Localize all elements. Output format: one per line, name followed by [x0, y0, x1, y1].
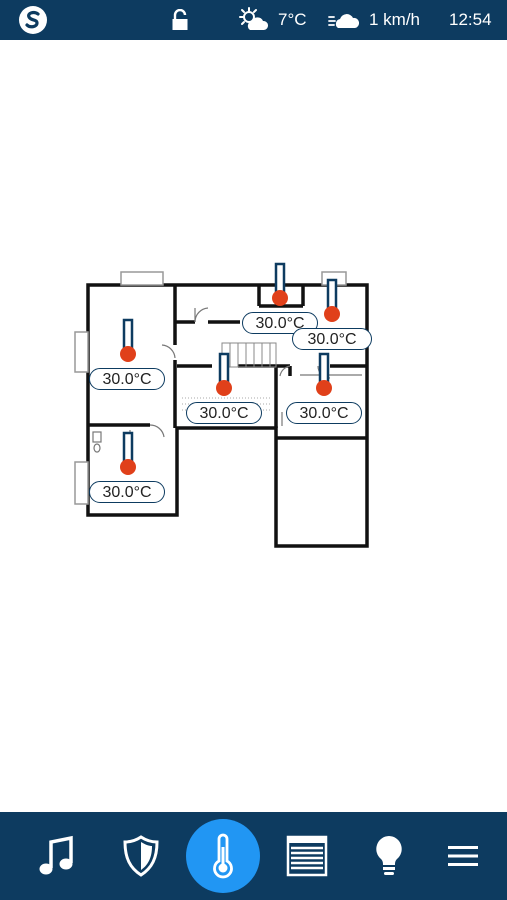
thermostat-hall[interactable]: 30.0°C — [184, 352, 274, 462]
thermometer-icon — [120, 431, 136, 475]
wind-speed: 1 km/h — [369, 10, 421, 29]
unlocked-padlock-icon[interactable] — [171, 0, 189, 40]
thermometer-icon — [120, 318, 136, 362]
nav-music-button[interactable] — [22, 812, 92, 900]
thermometer-icon — [316, 352, 332, 396]
sun-behind-cloud-icon — [238, 0, 270, 40]
thermometer-icon — [213, 833, 233, 879]
light-bulb-icon — [376, 836, 402, 875]
nav-lighting-button[interactable] — [354, 812, 424, 900]
temperature-label: 30.0°C — [292, 328, 372, 350]
thermostat-upper-left-room[interactable]: 30.0°C — [88, 318, 178, 428]
outdoor-temperature: 7°C — [278, 10, 307, 29]
nav-security-button[interactable] — [106, 812, 176, 900]
thermostat-lower-left-room[interactable]: 30.0°C — [88, 431, 178, 541]
nav-menu-button[interactable] — [428, 812, 498, 900]
music-note-icon — [39, 835, 73, 875]
status-bar: 7°C 1 km/h 12:54 — [0, 0, 507, 40]
thermometer-icon — [216, 352, 232, 396]
hamburger-menu-icon — [448, 846, 478, 866]
thermometer-icon — [272, 262, 288, 306]
somfy-logo-icon[interactable] — [18, 0, 48, 40]
wind-cloud-icon — [328, 0, 360, 40]
temperature-label: 30.0°C — [89, 481, 165, 503]
temperature-label: 30.0°C — [286, 402, 362, 424]
floorplan-area: 30.0°C 30.0°C 30.0°C 30.0°C — [0, 40, 507, 812]
shield-icon — [123, 835, 159, 877]
temperature-label: 30.0°C — [186, 402, 262, 424]
nav-heating-button[interactable] — [186, 812, 260, 900]
floorplan — [74, 271, 369, 548]
nav-shutters-button[interactable] — [272, 812, 342, 900]
thermostat-right-room[interactable]: 30.0°C — [284, 352, 374, 462]
thermometer-icon — [324, 278, 340, 322]
bottom-navigation — [0, 812, 507, 900]
clock-time: 12:54 — [449, 10, 492, 29]
temperature-label: 30.0°C — [89, 368, 165, 390]
roller-shutter-icon — [286, 835, 328, 877]
thermostat-top-middle-room[interactable]: 30.0°C — [240, 262, 330, 372]
thermostat-top-right-room[interactable]: 30.0°C — [292, 278, 382, 388]
